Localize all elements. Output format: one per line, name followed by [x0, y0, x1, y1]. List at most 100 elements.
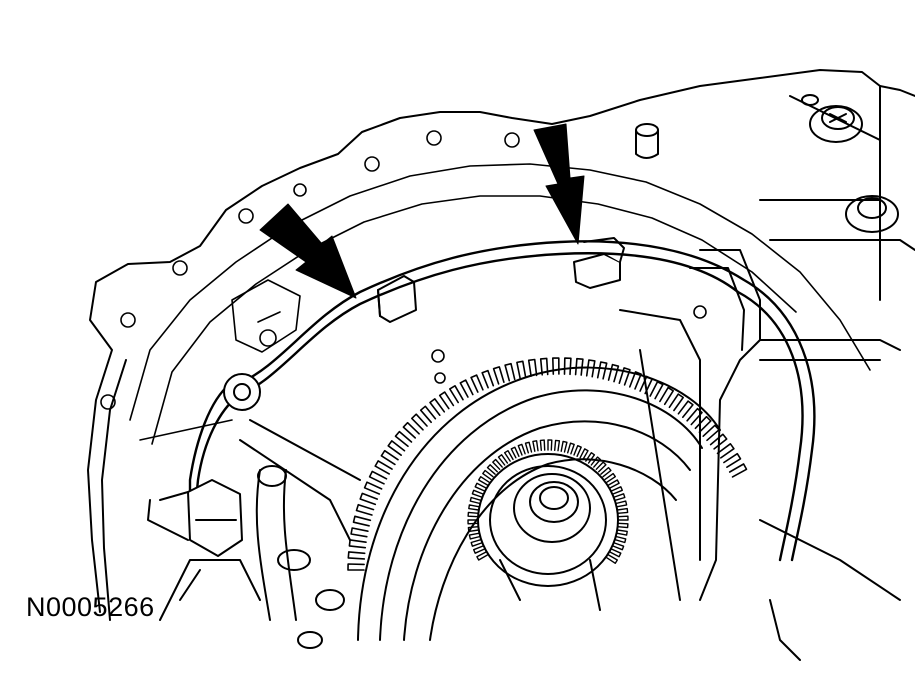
gear-tooth: [616, 529, 628, 536]
gear-tooth: [723, 452, 742, 468]
callout-arrow-right: [533, 123, 585, 245]
gear-tooth: [459, 379, 474, 398]
gear-tooth: [595, 461, 607, 473]
gear-tooth: [347, 551, 366, 560]
figure-id-label: N0005266: [26, 592, 155, 622]
gear-tooth: [606, 554, 618, 564]
gear-tooth: [504, 362, 516, 382]
gear-tooth: [574, 357, 584, 376]
gear-tooth: [352, 515, 372, 527]
gear-tooth: [363, 481, 383, 495]
gear-tooth: [473, 545, 485, 554]
gear-tooth: [629, 371, 642, 390]
harness-clip-left: [377, 275, 417, 323]
dowel-pin: [635, 123, 659, 159]
gear-tooth: [573, 445, 582, 457]
gear-tooth: [402, 421, 420, 439]
gear-tooth: [659, 386, 674, 406]
gear-tooth: [368, 470, 388, 485]
gear-tooth: [348, 539, 367, 549]
gear-tooth: [617, 515, 629, 521]
gear-tooth: [482, 469, 494, 481]
gear-tooth: [481, 369, 495, 389]
gear-tooth: [560, 440, 568, 453]
gear-tooth: [539, 439, 546, 451]
gear-tooth: [504, 450, 514, 462]
gear-tooth: [532, 440, 539, 452]
gear-tooth: [607, 363, 620, 383]
gear-tooth: [524, 441, 533, 454]
gear-tooth: [563, 357, 572, 376]
gear-tooth: [470, 539, 483, 547]
harness-pivot: [223, 373, 261, 411]
gear-tooth: [527, 358, 538, 377]
callout-arrow-left: [259, 203, 357, 299]
gear-tooth: [478, 476, 490, 486]
gear-tooth: [694, 415, 712, 433]
gear-tooth: [614, 535, 627, 544]
gear-tooth: [616, 507, 629, 514]
support-bracket: [619, 249, 901, 661]
gear-tooth: [411, 413, 428, 431]
gear-tooth: [618, 367, 631, 386]
gear-tooth: [470, 374, 484, 393]
gear-tooth: [539, 357, 549, 376]
clutch-drum: [357, 366, 721, 641]
gear-tooth: [709, 433, 728, 450]
gear-tooth: [585, 359, 596, 378]
arrow-icon: [533, 123, 585, 245]
gear-tooth: [716, 443, 735, 459]
gear-tooth: [467, 511, 479, 518]
gear-tooth: [579, 448, 589, 461]
gear-tooth: [617, 522, 629, 529]
gear-tooth: [702, 424, 720, 442]
gear-tooth: [449, 385, 464, 404]
gear-tooth: [728, 463, 748, 478]
gear-tooth: [585, 452, 596, 464]
gear-tooth: [468, 532, 481, 540]
gear-tooth: [611, 486, 623, 495]
gear-tooth: [554, 439, 561, 452]
gear-tooth: [438, 391, 455, 410]
shaft-gear-teeth: [467, 439, 629, 564]
gear-tooth: [467, 526, 480, 533]
gear-tooth: [350, 527, 369, 538]
gear-tooth: [567, 442, 575, 455]
gear-tooth: [374, 460, 393, 475]
bolt-holes: [100, 130, 707, 410]
gear-tooth: [468, 504, 480, 511]
gear-tooth: [686, 407, 703, 426]
gear-tooth: [547, 439, 553, 451]
gear-tooth: [668, 393, 684, 412]
gear-tooth: [615, 500, 628, 508]
gear-tooth: [394, 430, 413, 448]
gear-tooth: [517, 443, 526, 456]
gear-tooth: [476, 551, 489, 561]
gear-tooth: [609, 548, 622, 558]
gear-tooth: [419, 405, 437, 424]
gear-tooth: [380, 449, 399, 466]
shaft-gear: [477, 453, 619, 611]
harness-clip-right: [573, 237, 625, 289]
gear-tooth: [612, 542, 625, 551]
flange-contour: [129, 163, 871, 445]
gear-tooth: [347, 563, 365, 571]
gear-tooth: [387, 440, 406, 456]
gear-tooth: [649, 381, 664, 400]
gear-tooth: [359, 492, 379, 506]
gear-tooth: [467, 519, 479, 525]
gear-tooth: [510, 446, 520, 459]
gear-tooth: [471, 489, 484, 498]
gear-tooth: [604, 472, 616, 483]
gear-tooth: [639, 375, 653, 395]
linkage-chain: [239, 419, 361, 649]
gear-tooth: [596, 361, 608, 380]
electrical-connector: [147, 479, 261, 621]
gear-tooth: [474, 482, 487, 492]
clutch-drum-teeth: [347, 357, 748, 571]
gear-tooth: [492, 366, 505, 385]
gear-tooth: [613, 493, 626, 501]
gear-tooth: [486, 464, 498, 475]
